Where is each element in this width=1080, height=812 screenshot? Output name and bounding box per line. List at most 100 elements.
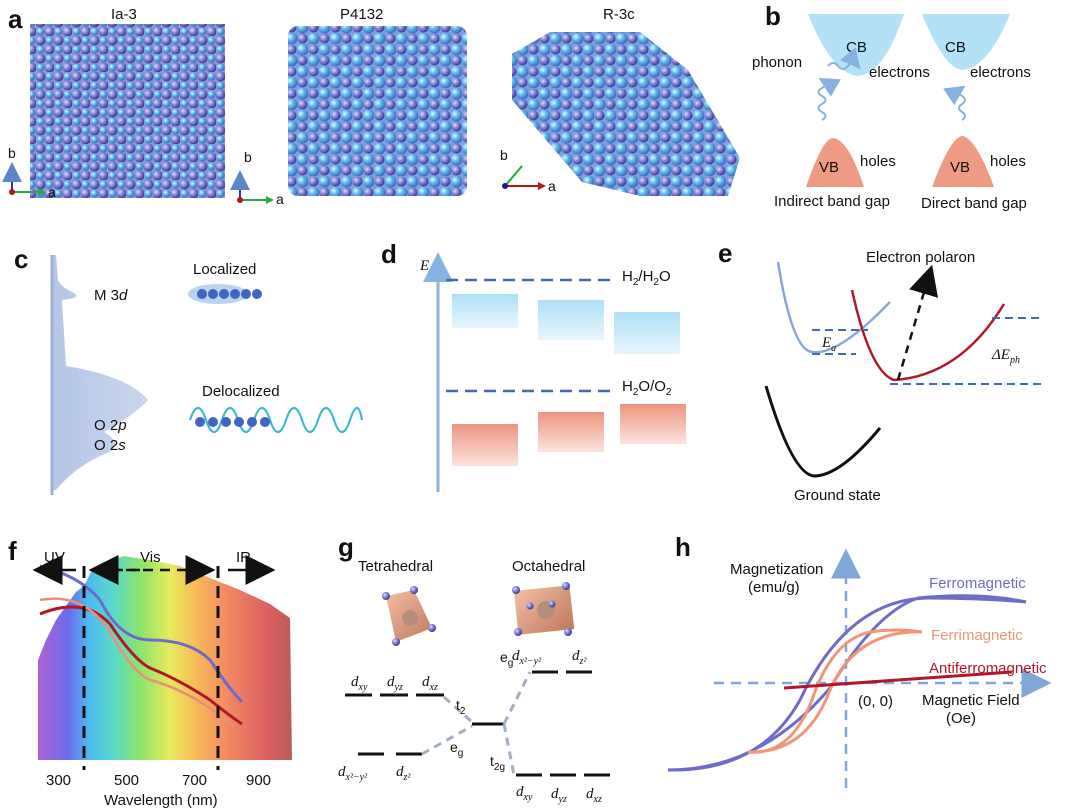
- phonon-label: phonon: [752, 54, 802, 71]
- eg-right-label: eg: [500, 649, 513, 669]
- ea-label: Ea: [821, 335, 836, 354]
- energy-axis-label: E: [419, 258, 429, 274]
- electrons-label-direct: electrons: [970, 64, 1031, 81]
- crystal-p4132-lattice: [288, 26, 467, 196]
- magnetization-axis-label-1: Magnetization: [730, 561, 823, 578]
- panel-d-label: d: [381, 239, 397, 269]
- octa-dxz-label: dxz: [586, 786, 602, 805]
- panel-e: e Electron polaron Ea ΔEph Ground state: [718, 238, 1044, 504]
- o2p-label: O 2p: [94, 417, 127, 434]
- panel-h: h Magnetization (emu/g) Magnetic Field (…: [667, 532, 1052, 788]
- structure-title-r3c: R-3c: [603, 6, 635, 23]
- direct-band-gap-caption: Direct band gap: [921, 195, 1027, 212]
- ferrimagnetic-loop-upper: [747, 630, 923, 754]
- cb-band-2: [538, 300, 604, 340]
- octa-dz2-label: dz²: [572, 648, 587, 667]
- vis-label: Vis: [140, 549, 161, 566]
- phonon-wave: [817, 78, 841, 121]
- axis-triad-r3c: b a: [500, 147, 556, 194]
- field-axis-label-2: (Oe): [946, 710, 976, 727]
- watermark-text: 八数智能: [8, 789, 72, 808]
- x-axis-label: Wavelength (nm): [104, 792, 218, 809]
- vb-label-direct: VB: [950, 159, 970, 176]
- polaron-state-curve: [850, 289, 1006, 382]
- ground-state-curve: [764, 385, 882, 478]
- axis-triad-p4132: b a: [230, 149, 284, 207]
- crystal-r3c-lattice: [512, 32, 740, 196]
- vb-band-2: [538, 412, 604, 452]
- cb-band-1: [452, 294, 518, 328]
- holes-label-direct: holes: [990, 153, 1026, 170]
- m3d-label: M 3d: [94, 287, 128, 304]
- o2-level-label: H2O/O2: [622, 378, 672, 398]
- polaron-arrow: [896, 264, 938, 381]
- origin-label: (0, 0): [858, 693, 893, 710]
- octahedral-label: Octahedral: [512, 558, 585, 575]
- panel-h-label: h: [675, 532, 691, 562]
- axis-a-r3c: a: [548, 178, 556, 194]
- panel-f-label: f: [8, 536, 17, 566]
- tetra-dyz-label: dyz: [387, 674, 403, 693]
- panel-f: f UV Vis IR 300 500 700 900 Wavelength (…: [8, 536, 292, 809]
- x-tick-700: 700: [182, 772, 207, 789]
- axis-a-ia3: a: [48, 184, 56, 200]
- x-tick-900: 900: [246, 772, 271, 789]
- structure-title-ia3: Ia-3: [111, 6, 137, 23]
- octahedral-model: [512, 582, 575, 636]
- antiferromagnetic-label: Antiferromagnetic: [929, 660, 1047, 677]
- holes-label-indirect: holes: [860, 153, 896, 170]
- vb-band-direct: [932, 136, 994, 187]
- panel-b: b CB phonon electrons VB holes Indirect …: [752, 1, 1031, 212]
- ferrimagnetic-label: Ferrimagnetic: [931, 627, 1023, 644]
- photon-wave-direct: [943, 85, 966, 121]
- crystal-ia3-lattice: [30, 24, 225, 198]
- ferromagnetic-label: Ferromagnetic: [929, 575, 1026, 592]
- panel-a: a Ia-3 P4132 R-3c b a b a: [1, 4, 740, 207]
- localized-label: Localized: [193, 261, 256, 278]
- cb-band-indirect: [808, 14, 904, 76]
- tetra-dxz-label: dxz: [422, 674, 438, 693]
- octa-dyz-label: dyz: [551, 786, 567, 805]
- absorption-curve-orange: [39, 597, 235, 728]
- panel-g-label: g: [338, 532, 354, 562]
- axis-b-p4132: b: [244, 149, 252, 165]
- axis-b-ia3: b: [8, 145, 16, 161]
- electrons-label-indirect: electrons: [869, 64, 930, 81]
- vb-band-3: [620, 404, 686, 444]
- tetrahedral-label: Tetrahedral: [358, 558, 433, 575]
- delocalized-electrons: [195, 417, 270, 427]
- ferromagnetic-loop-upper: [667, 594, 1027, 772]
- axis-triad-ia3: b a: [1, 145, 56, 200]
- solar-spectrum: [38, 556, 292, 760]
- axis-b-r3c: b: [500, 147, 508, 163]
- o2s-label: O 2s: [94, 437, 126, 454]
- eg-connector-right: [502, 671, 532, 725]
- x-tick-500: 500: [114, 772, 139, 789]
- panel-c: c M 3d O 2p O 2s Localized Delocalized: [14, 244, 364, 495]
- dos-curve: [52, 255, 148, 490]
- uv-label: UV: [44, 549, 65, 566]
- ground-state-label: Ground state: [794, 487, 881, 504]
- tetra-dz2-label: dz²: [396, 764, 411, 783]
- t2g-connector: [502, 723, 516, 776]
- ferrimagnetic-loop-lower: [747, 628, 923, 754]
- panel-c-label: c: [14, 244, 28, 274]
- panel-d: d E H2/H2O H2O/O2: [381, 239, 686, 492]
- eph-label: ΔEph: [991, 347, 1020, 366]
- delocalized-wave: [188, 406, 364, 434]
- h2-level-label: H2/H2O: [622, 268, 671, 288]
- e-connector-left: [421, 724, 473, 756]
- field-axis-label-1: Magnetic Field: [922, 692, 1020, 709]
- electron-polaron-label: Electron polaron: [866, 249, 975, 266]
- tetra-dxy-label: dxy: [351, 674, 368, 693]
- vb-band-indirect: [806, 138, 864, 187]
- tetra-dx2y2-label: dx²−y²: [338, 764, 368, 783]
- antiferromagnetic-line: [783, 670, 1013, 690]
- t2-connector: [443, 695, 473, 724]
- eg-left-label: eg: [450, 739, 463, 759]
- panel-g: g Tetrahedral Octahedral dxy dyz dxz: [338, 532, 610, 805]
- indirect-band-gap-caption: Indirect band gap: [774, 193, 890, 210]
- structure-title-p4132: P4132: [340, 6, 383, 23]
- magnetization-axis-label-2: (emu/g): [748, 579, 800, 596]
